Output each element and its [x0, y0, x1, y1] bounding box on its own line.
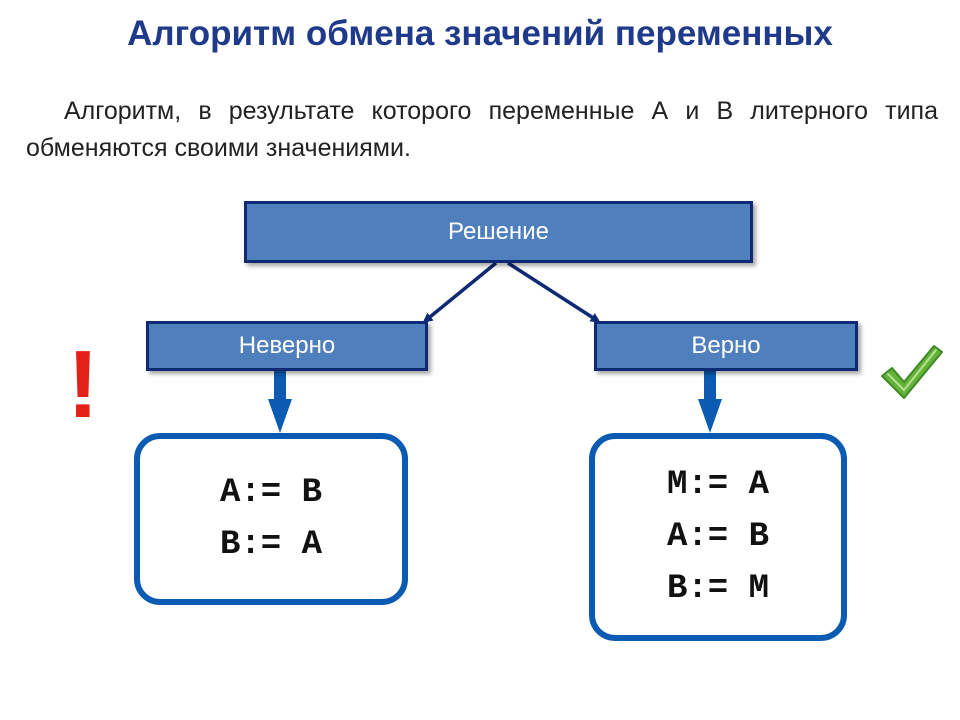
right-box: Верно — [594, 321, 858, 371]
wrong-code-line: B:= A — [219, 526, 323, 564]
arrow-wrong-to-code — [268, 371, 292, 433]
right-label: Верно — [691, 332, 761, 359]
arrow-right-to-code — [698, 371, 722, 433]
arrow-root-to-right — [507, 261, 601, 323]
wrong-code-line: A:= B — [219, 474, 323, 512]
exclamation-icon: ! — [67, 331, 99, 438]
right-code-line: B:= M — [666, 570, 770, 608]
solution-label: Решение — [448, 218, 549, 245]
solution-box: Решение — [244, 201, 753, 263]
arrow-root-to-wrong — [422, 261, 498, 323]
right-code-line: A:= B — [666, 518, 770, 556]
right-code-box: M:= A A:= B B:= M — [589, 433, 847, 641]
wrong-box: Неверно — [146, 321, 428, 371]
checkmark-icon — [881, 345, 943, 399]
wrong-label: Неверно — [238, 332, 336, 359]
right-code-line: M:= A — [666, 466, 770, 504]
task-description: Алгоритм, в результате которого переменн… — [26, 97, 938, 162]
wrong-code-box: A:= B B:= A — [134, 433, 408, 605]
page-title: Алгоритм обмена значений переменных — [127, 14, 833, 53]
